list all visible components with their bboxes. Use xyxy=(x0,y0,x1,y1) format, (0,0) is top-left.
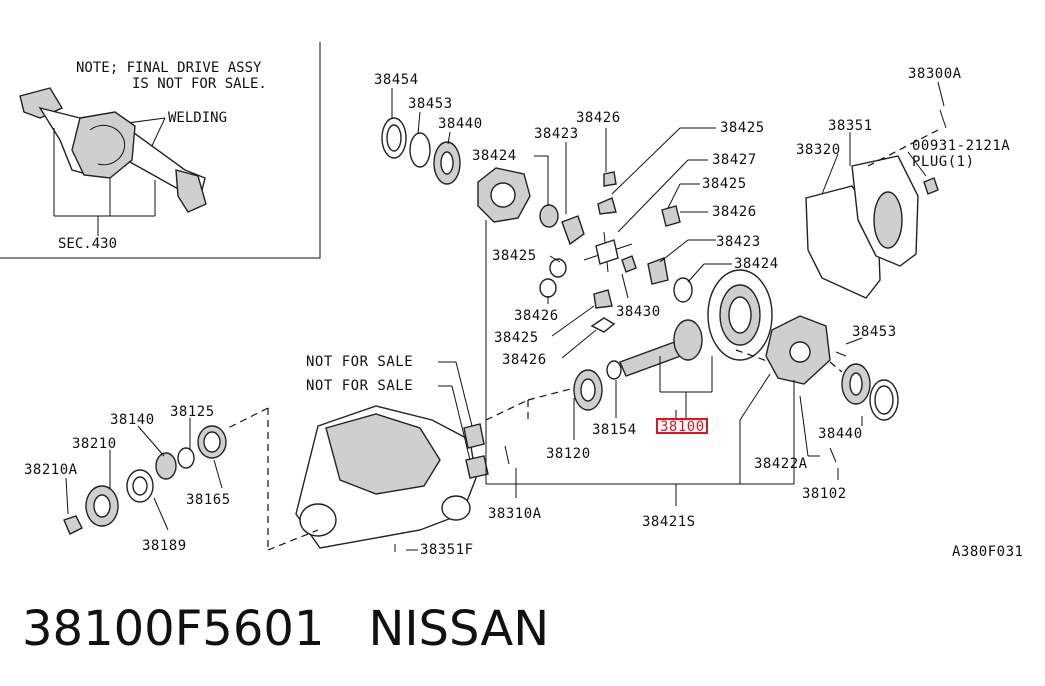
figure-code: A380F031 xyxy=(952,544,1023,560)
part-number: 38100F5601 xyxy=(22,601,325,657)
sec-reference: SEC.430 xyxy=(58,236,117,252)
brand-name: NISSAN xyxy=(368,601,550,657)
label-38210: 38210 xyxy=(72,436,117,452)
label-38189: 38189 xyxy=(142,538,187,554)
inset-panel: NOTE; FINAL DRIVE ASSY IS NOT FOR SALE. … xyxy=(0,42,321,259)
label-38425: 38425 xyxy=(702,176,747,192)
label-38154: 38154 xyxy=(592,422,637,438)
label-38423: 38423 xyxy=(716,234,761,250)
label-38120: 38120 xyxy=(546,446,591,462)
label-38100: 38100 xyxy=(660,419,705,435)
label-38351F: 38351F xyxy=(420,542,474,558)
label-38440: 38440 xyxy=(438,116,483,132)
parts-diagram: NOTE; FINAL DRIVE ASSY IS NOT FOR SALE. … xyxy=(0,42,1023,560)
label-38102: 38102 xyxy=(802,486,847,502)
label-38421S: 38421S xyxy=(642,514,696,530)
label-38426: 38426 xyxy=(712,204,757,220)
label-38165: 38165 xyxy=(186,492,231,508)
label-38425: 38425 xyxy=(720,120,765,136)
caption: 38100F5601 NISSAN xyxy=(22,596,549,662)
note-line-2: IS NOT FOR SALE. xyxy=(132,76,267,92)
label-38426: 38426 xyxy=(514,308,559,324)
leader-lines xyxy=(65,81,945,551)
label-38424: 38424 xyxy=(472,148,517,164)
label-38351: 38351 xyxy=(828,118,873,134)
label-38423: 38423 xyxy=(534,126,579,142)
welding-label: WELDING xyxy=(168,110,227,126)
label-38454: 38454 xyxy=(374,72,419,88)
carrier-group xyxy=(63,109,947,552)
label-38440: 38440 xyxy=(818,426,863,442)
label-plug: PLUG(1) xyxy=(912,154,975,170)
label-38425: 38425 xyxy=(494,330,539,346)
label-38453: 38453 xyxy=(408,96,453,112)
label-38320: 38320 xyxy=(796,142,841,158)
label-38453: 38453 xyxy=(852,324,897,340)
label-38422A: 38422A xyxy=(754,456,808,472)
label-38430: 38430 xyxy=(616,304,661,320)
label-38125: 38125 xyxy=(170,404,215,420)
note-line-1: NOTE; FINAL DRIVE ASSY xyxy=(76,60,262,76)
label-not-for-sale-1: NOT FOR SALE xyxy=(306,354,413,370)
label-38426: 38426 xyxy=(502,352,547,368)
axle-housing-drawing xyxy=(19,87,207,236)
label-38310A: 38310A xyxy=(488,506,542,522)
label-38210A: 38210A xyxy=(24,462,78,478)
label-38427: 38427 xyxy=(712,152,757,168)
label-38140: 38140 xyxy=(110,412,155,428)
label-plug-part: 00931-2121A xyxy=(912,138,1010,154)
label-38300A: 38300A xyxy=(908,66,962,82)
label-38424: 38424 xyxy=(734,256,779,272)
label-38425: 38425 xyxy=(492,248,537,264)
label-38426: 38426 xyxy=(576,110,621,126)
part-labels: 38454 38453 38440 38423 38426 38425 3842… xyxy=(24,66,1023,560)
highlight-box xyxy=(656,418,708,434)
label-not-for-sale-2: NOT FOR SALE xyxy=(306,378,413,394)
